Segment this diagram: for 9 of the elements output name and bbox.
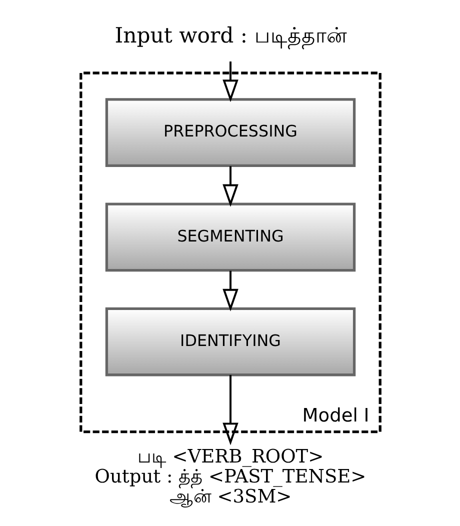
node-box: IDENTIFYING [104, 307, 356, 376]
arrow [222, 166, 238, 207]
node-text: Input word : படித்தான் [114, 22, 346, 48]
arrow [222, 61, 238, 102]
node-box: SEGMENTING [104, 202, 356, 272]
arrow [222, 374, 238, 446]
arrow [222, 270, 238, 312]
node-box: PREPROCESSING [104, 98, 356, 167]
node-text: படி <VERB_ROOT> Output : த்த் <PAST_TENSE> ஆன் <3SM> [94, 446, 366, 508]
